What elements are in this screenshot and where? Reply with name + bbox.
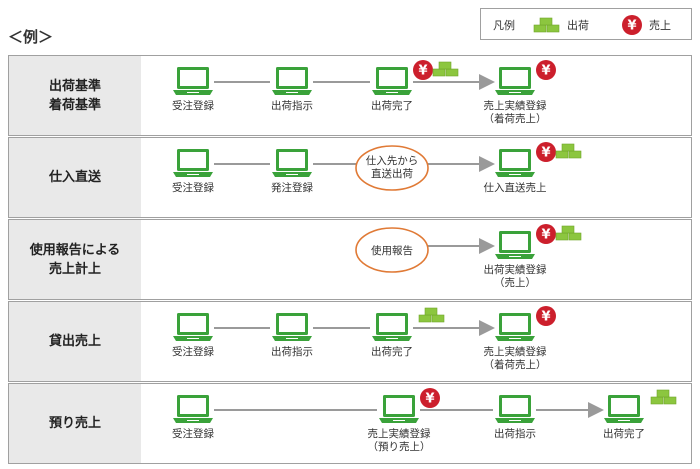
flow-row-custody-sales: 預り売上 受注登録 売上実績登録（預り売上） ¥ 出荷指示 出荷完了 [8, 383, 692, 464]
row-label: 使用報告による 売上計上 [9, 220, 141, 299]
svg-text:¥: ¥ [541, 228, 550, 243]
oval-shape [355, 145, 429, 191]
laptop-icon [495, 313, 535, 341]
process-node: 出荷指示 [494, 395, 536, 440]
process-node: 出荷指示 [271, 313, 313, 358]
laptop-icon [495, 231, 535, 259]
node-label: 受注登録 [172, 99, 214, 112]
node-label: 売上実績登録（預り売上） [368, 427, 431, 453]
process-node: 出荷完了 [603, 389, 677, 440]
flow-row-shipment-basis: 出荷基準 着荷基準 受注登録 出荷指示 出荷完了 ¥ 売上実績登録（着荷売上） ¥ [8, 55, 692, 136]
flow-diagram: 受注登録 売上実績登録（預り売上） ¥ 出荷指示 出荷完了 [172, 388, 677, 453]
boxes-icon [555, 225, 582, 241]
process-node: 出荷完了 [371, 307, 445, 358]
svg-text:¥: ¥ [541, 64, 550, 79]
flow-diagram: 受注登録 出荷指示 出荷完了 売上実績登録（着荷売上） ¥ [172, 306, 556, 371]
flow-row-direct-shipment: 仕入直送 受注登録 発注登録 仕入先から直送出荷仕入直送売上 ¥ [8, 137, 692, 218]
process-node: 売上実績登録（着荷売上） ¥ [484, 306, 556, 371]
yen-icon: ¥ [622, 15, 642, 35]
laptop-icon [272, 149, 312, 177]
svg-text:¥: ¥ [541, 146, 550, 161]
row-label: 出荷基準 着荷基準 [9, 56, 141, 135]
process-node: 発注登録 [271, 149, 313, 194]
laptop-icon [173, 149, 213, 177]
laptop-icon [379, 395, 419, 423]
process-node: 出荷指示 [271, 67, 313, 112]
node-label: 仕入直送売上 [484, 181, 547, 194]
laptop-icon [173, 395, 213, 423]
process-node: 受注登録 [172, 395, 214, 440]
flow-row-usage-report: 使用報告による 売上計上 使用報告出荷実績登録（売上） ¥ [8, 219, 692, 300]
node-label: 出荷実績登録（売上） [484, 263, 547, 289]
yen-icon: ¥ [536, 60, 556, 80]
example-title: ＜例＞ [8, 28, 54, 46]
node-label: 受注登録 [172, 427, 214, 440]
node-label: 出荷指示 [494, 427, 536, 440]
process-node: 売上実績登録（預り売上） ¥ [368, 388, 440, 453]
legend-shipment-label: 出荷 [567, 19, 589, 32]
process-node: 出荷実績登録（売上） ¥ [484, 224, 582, 289]
yen-icon: ¥ [420, 388, 440, 408]
laptop-icon [173, 313, 213, 341]
legend-sales-label: 売上 [649, 19, 671, 32]
process-node: 受注登録 [172, 313, 214, 358]
boxes-icon [533, 17, 560, 33]
node-label: 売上実績登録（着荷売上） [484, 345, 547, 371]
laptop-icon [495, 149, 535, 177]
process-node: 受注登録 [172, 149, 214, 194]
svg-text:¥: ¥ [541, 310, 550, 325]
row-label: 預り売上 [9, 384, 141, 463]
flow-row-lending-sales: 貸出売上 受注登録 出荷指示 出荷完了 売上実績登録（着荷売上） ¥ [8, 301, 692, 382]
process-node: 受注登録 [172, 67, 214, 112]
laptop-icon [372, 313, 412, 341]
node-label: 出荷指示 [271, 99, 313, 112]
node-label: 発注登録 [271, 181, 313, 194]
oval-label: 使用報告 [371, 244, 413, 257]
legend-title: 凡例 [493, 19, 515, 32]
row-label: 貸出売上 [9, 302, 141, 381]
yen-icon: ¥ [413, 60, 433, 80]
svg-text:¥: ¥ [627, 19, 636, 34]
laptop-icon [272, 313, 312, 341]
row-label: 仕入直送 [9, 138, 141, 217]
process-node: 出荷完了 ¥ [371, 60, 459, 112]
boxes-icon [432, 61, 459, 77]
svg-text:¥: ¥ [418, 64, 427, 79]
process-node: 売上実績登録（着荷売上） ¥ [484, 60, 556, 125]
svg-text:¥: ¥ [425, 392, 434, 407]
laptop-icon [495, 395, 535, 423]
node-label: 受注登録 [172, 345, 214, 358]
node-label: 出荷完了 [371, 99, 413, 112]
yen-icon: ¥ [536, 306, 556, 326]
node-label: 受注登録 [172, 181, 214, 194]
flow-diagram: 受注登録 出荷指示 出荷完了 ¥ 売上実績登録（着荷売上） ¥ [172, 60, 556, 125]
node-label: 出荷完了 [603, 427, 645, 440]
laptop-icon [604, 395, 644, 423]
yen-icon: ¥ [536, 224, 556, 244]
legend-box: 凡例 出荷 ¥ 売上 [480, 8, 692, 40]
oval-shape [355, 227, 429, 273]
laptop-icon [372, 67, 412, 95]
boxes-icon [418, 307, 445, 323]
node-label: 出荷完了 [371, 345, 413, 358]
process-oval: 仕入先から直送出荷 [355, 145, 429, 191]
node-label: 売上実績登録（着荷売上） [484, 99, 547, 125]
boxes-icon [555, 143, 582, 159]
oval-label: 仕入先から直送出荷 [366, 154, 419, 180]
process-node: 仕入直送売上 ¥ [484, 142, 582, 194]
process-oval: 使用報告 [355, 227, 429, 273]
laptop-icon [173, 67, 213, 95]
node-label: 出荷指示 [271, 345, 313, 358]
laptop-icon [272, 67, 312, 95]
yen-icon: ¥ [536, 142, 556, 162]
boxes-icon [650, 389, 677, 405]
laptop-icon [495, 67, 535, 95]
